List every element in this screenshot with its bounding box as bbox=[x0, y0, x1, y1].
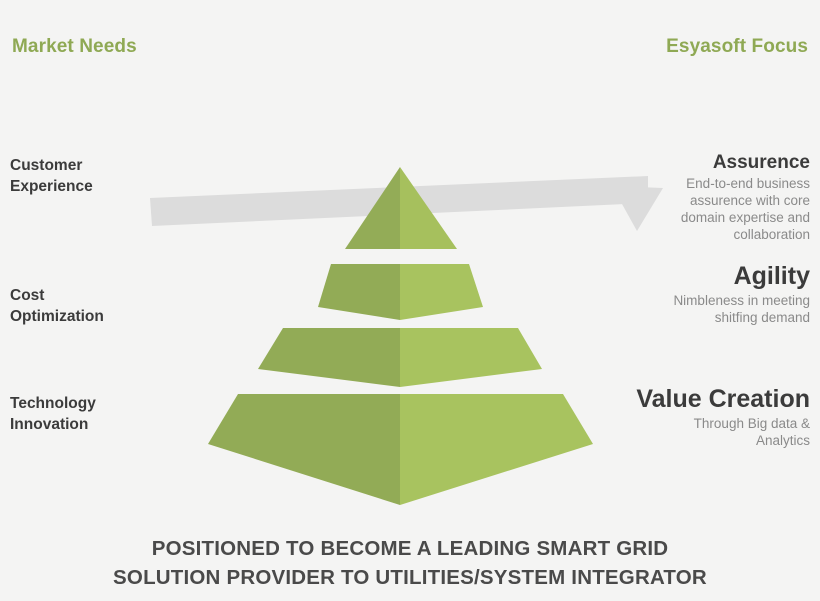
focus-item-assurence: Assurence End-to-end business assurence … bbox=[540, 152, 810, 243]
pyramid-tier-4 bbox=[208, 394, 593, 505]
focus-item-agility-title: Agility bbox=[733, 262, 810, 290]
pyramid-tier-3-right-face bbox=[400, 328, 542, 387]
focus-item-agility: Agility Nimbleness in meeting shitfing d… bbox=[540, 262, 810, 326]
pyramid-tier-4-left-face bbox=[208, 394, 400, 505]
pyramid-tier-2 bbox=[318, 264, 483, 320]
page-caption: POSITIONED TO BECOME A LEADING SMART GRI… bbox=[113, 537, 707, 589]
focus-item-agility-description: Nimbleness in meeting shitfing demand bbox=[673, 293, 810, 325]
pyramid-tier-4-right-face bbox=[400, 394, 593, 505]
pyramid-tier-3-left-face bbox=[258, 328, 400, 387]
pyramid-tier-1 bbox=[345, 167, 457, 249]
header-market-needs: Market Needs bbox=[12, 36, 137, 57]
focus-item-value-creation-description: Through Big data & Analytics bbox=[693, 416, 810, 448]
focus-item-value-creation: Value Creation Through Big data & Analyt… bbox=[540, 385, 810, 449]
focus-item-assurence-title: Assurence bbox=[712, 152, 810, 173]
market-need-technology-innovation: Technology Innovation bbox=[10, 395, 96, 433]
pyramid-tier-2-right-face bbox=[400, 264, 483, 320]
market-need-cost-optimization: Cost Optimization bbox=[10, 287, 104, 325]
header-esyasoft-focus: Esyasoft Focus bbox=[666, 36, 808, 57]
focus-item-assurence-description: End-to-end business assurence with core … bbox=[680, 176, 810, 243]
pyramid-tier-3 bbox=[258, 328, 542, 387]
pyramid-tier-1-right-face bbox=[400, 167, 457, 249]
market-need-customer-experience: Customer Experience bbox=[10, 157, 93, 195]
pyramid-tier-2-left-face bbox=[318, 264, 400, 320]
growth-arrow-head bbox=[612, 186, 663, 231]
focus-item-value-creation-title: Value Creation bbox=[636, 385, 810, 413]
pyramid-tier-1-left-face bbox=[345, 167, 400, 249]
